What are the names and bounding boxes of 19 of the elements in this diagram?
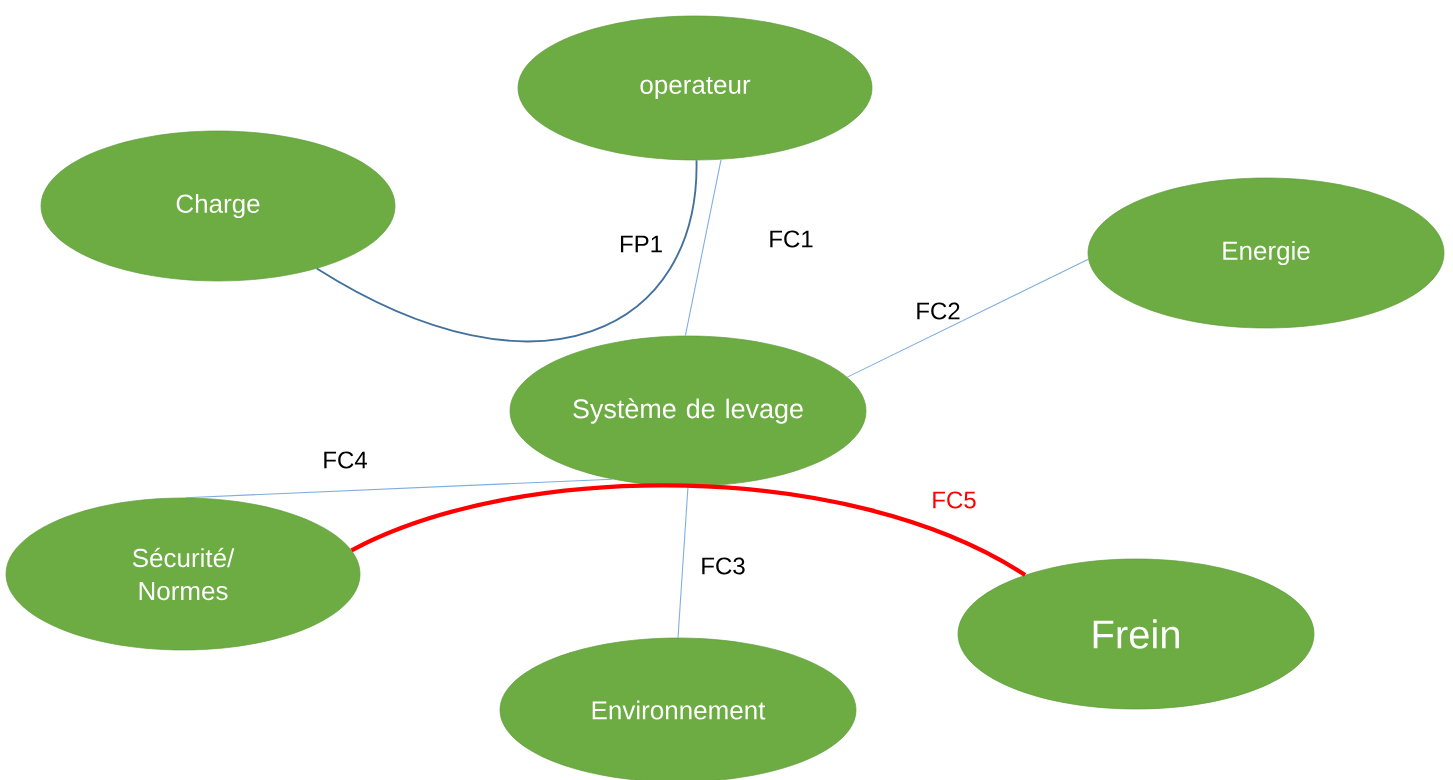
connector-line <box>185 478 613 499</box>
connector-line <box>350 483 1027 577</box>
connector-line <box>315 159 698 342</box>
connector-line <box>684 159 722 337</box>
edge-label: FC3 <box>699 556 747 576</box>
edge-label: FC1 <box>767 229 815 249</box>
edge-label: FC4 <box>321 450 369 470</box>
edge-label: FC2 <box>914 301 962 321</box>
connector-line <box>677 485 689 639</box>
ellipse-node: Energie <box>1087 177 1445 329</box>
ellipse-node: Environnement <box>499 637 857 780</box>
ellipse-node: operateur <box>517 15 873 161</box>
ellipse-node: Système de levage <box>509 335 867 487</box>
edge-label: FC5 <box>930 490 978 510</box>
ellipse-node: Frein <box>957 558 1315 710</box>
ellipse-node: Charge <box>40 130 396 282</box>
edge-label: FP1 <box>617 234 665 254</box>
ellipse-node: Sécurité/ Normes <box>5 497 361 651</box>
connector-line <box>846 258 1089 378</box>
